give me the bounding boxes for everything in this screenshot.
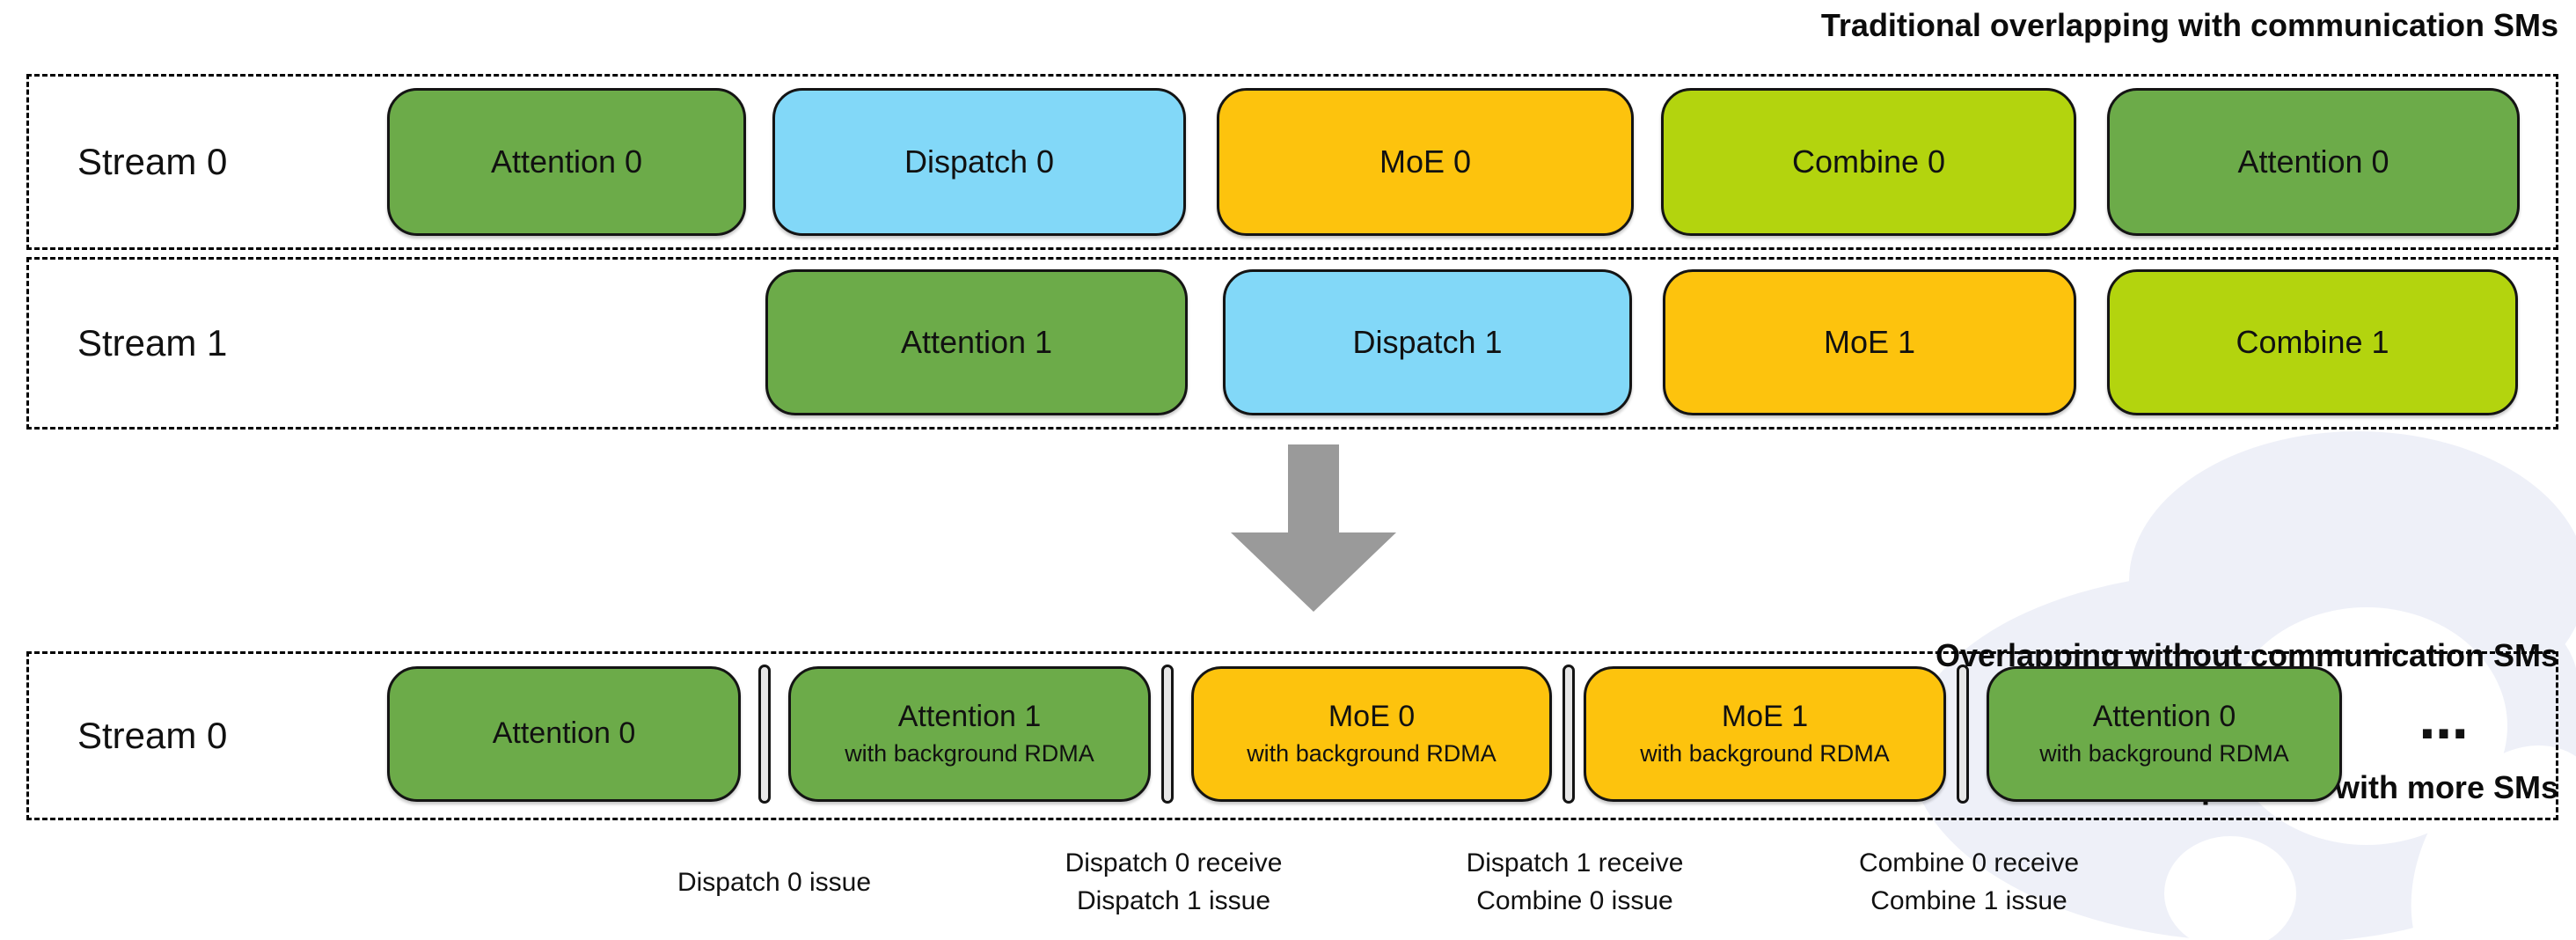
block-moe-0-rdma: MoE 0 with background RDMA bbox=[1191, 666, 1552, 802]
block-label: MoE 1 bbox=[1823, 324, 1916, 361]
block-attention-0-next: Attention 0 bbox=[2107, 88, 2520, 236]
block-label: Dispatch 0 bbox=[904, 143, 1055, 180]
block-attention-1-rdma: Attention 1 with background RDMA bbox=[788, 666, 1151, 802]
event-line: Dispatch 1 receive bbox=[1466, 848, 1684, 878]
block-label: Combine 1 bbox=[2236, 324, 2389, 361]
stream0-fused-label: Stream 0 bbox=[77, 715, 228, 756]
block-moe-0: MoE 0 bbox=[1217, 88, 1634, 236]
block-title: MoE 1 bbox=[1721, 700, 1809, 734]
separator-bar bbox=[1562, 665, 1575, 804]
stream1-label: Stream 1 bbox=[77, 322, 228, 364]
event-label-combine0-receive: Combine 0 receive Combine 1 issue bbox=[1784, 838, 2154, 926]
event-line: Dispatch 0 issue bbox=[677, 867, 872, 897]
event-line: Dispatch 1 issue bbox=[1076, 886, 1271, 915]
block-combine-0: Combine 0 bbox=[1661, 88, 2076, 236]
event-line: Dispatch 0 receive bbox=[1065, 848, 1283, 878]
block-attention-0-fused: Attention 0 bbox=[387, 666, 741, 802]
stream0-box-traditional bbox=[26, 74, 2558, 250]
block-combine-1: Combine 1 bbox=[2107, 269, 2518, 415]
block-moe-1: MoE 1 bbox=[1663, 269, 2076, 415]
block-label: Attention 0 bbox=[490, 143, 643, 180]
block-title: MoE 0 bbox=[1328, 700, 1416, 734]
separator-bar bbox=[758, 665, 771, 804]
block-label: Combine 0 bbox=[1791, 143, 1946, 180]
block-label: Attention 0 bbox=[2237, 143, 2389, 180]
block-title: Attention 0 bbox=[492, 716, 636, 751]
block-title: Attention 1 bbox=[897, 700, 1042, 734]
block-attention-1: Attention 1 bbox=[765, 269, 1188, 415]
block-label: Attention 1 bbox=[900, 324, 1053, 361]
event-label-dispatch0-issue: Dispatch 0 issue bbox=[589, 838, 959, 926]
down-arrow-icon bbox=[1231, 444, 1396, 612]
block-dispatch-0: Dispatch 0 bbox=[772, 88, 1186, 236]
stream0-label: Stream 0 bbox=[77, 141, 228, 182]
stream1-box-traditional bbox=[26, 257, 2558, 430]
event-line: Combine 1 issue bbox=[1870, 886, 2067, 915]
block-subtitle: with background RDMA bbox=[1640, 739, 1890, 767]
block-attention-0: Attention 0 bbox=[387, 88, 746, 236]
block-label: Dispatch 1 bbox=[1352, 324, 1503, 361]
stream0-box-fused bbox=[26, 651, 2558, 820]
event-label-dispatch1-receive: Dispatch 1 receive Combine 0 issue bbox=[1390, 838, 1760, 926]
block-dispatch-1: Dispatch 1 bbox=[1223, 269, 1632, 415]
separator-bar bbox=[1957, 665, 1969, 804]
block-title: Attention 0 bbox=[2092, 700, 2236, 734]
block-subtitle: with background RDMA bbox=[845, 739, 1094, 767]
separator-bar bbox=[1161, 665, 1174, 804]
ellipsis-more-blocks: ⋯ bbox=[2419, 706, 2473, 761]
watermark-cutout bbox=[2164, 836, 2296, 940]
event-label-dispatch0-receive: Dispatch 0 receive Dispatch 1 issue bbox=[989, 838, 1358, 926]
event-line: Combine 0 issue bbox=[1476, 886, 1673, 915]
top-section-title: Traditional overlapping with communicati… bbox=[1820, 7, 2558, 43]
block-attention-0-rdma: Attention 0 with background RDMA bbox=[1987, 666, 2342, 802]
block-label: MoE 0 bbox=[1379, 143, 1472, 180]
block-subtitle: with background RDMA bbox=[1247, 739, 1497, 767]
event-line: Combine 0 receive bbox=[1858, 848, 2080, 878]
block-subtitle: with background RDMA bbox=[2039, 739, 2289, 767]
block-moe-1-rdma: MoE 1 with background RDMA bbox=[1584, 666, 1946, 802]
